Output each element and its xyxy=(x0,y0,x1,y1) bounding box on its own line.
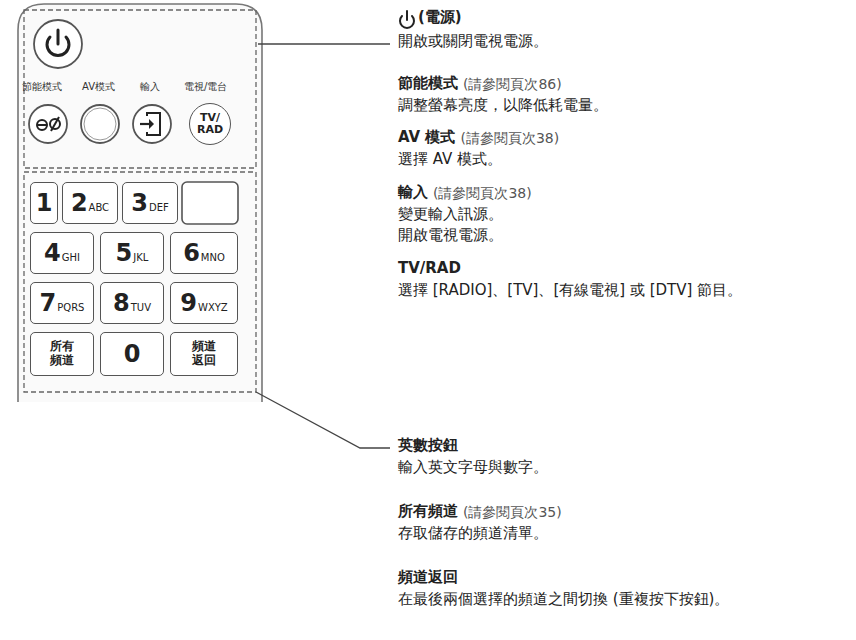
item-heading: 輸入 xyxy=(398,183,428,203)
key-letters: DEF xyxy=(149,202,169,213)
item-description: 在最後兩個選擇的頻道之間切換 (重複按下按鈕)。 xyxy=(398,590,729,610)
remote-key: 3DEF xyxy=(122,182,178,224)
key-letters: JKL xyxy=(133,252,148,263)
item-description: 選擇 AV 模式。 xyxy=(398,150,502,170)
item-description: 選擇 [RADIO]、[TV]、[有線電視] 或 [DTV] 節目。 xyxy=(398,281,742,301)
key-label: 頻道 返回 xyxy=(190,340,218,368)
key-letters: PQRS xyxy=(57,302,84,313)
remote-key: 8TUV xyxy=(100,282,164,324)
power-button xyxy=(34,20,82,68)
key-label: 9 xyxy=(180,291,197,315)
item-heading: AV 模式 xyxy=(398,128,455,148)
input-button xyxy=(133,105,171,143)
round-button: TV/ RAD xyxy=(189,103,231,145)
key-letters: GHI xyxy=(62,252,80,263)
key-label: 5 xyxy=(116,241,133,265)
leader-line xyxy=(258,43,390,44)
item-description: 調整螢幕亮度，以降低耗電量。 xyxy=(398,96,608,116)
item-heading: TV/RAD xyxy=(398,259,461,279)
page-reference: (請參閱頁次86) xyxy=(463,75,562,93)
item-description: 輸入英文字母與數字。 xyxy=(398,458,548,478)
item-description: 開啟或關閉電視電源。 xyxy=(398,32,548,52)
key-label: 3 xyxy=(131,191,148,215)
remote-key: 4GHI xyxy=(30,232,94,274)
remote-key: 0 xyxy=(100,332,164,376)
remote-key: 9WXYZ xyxy=(170,282,238,324)
key-letters: ABC xyxy=(89,202,110,213)
key-label: 4 xyxy=(44,241,61,265)
item-description: 存取儲存的頻道清單。 xyxy=(398,524,548,544)
item-heading: (電源) xyxy=(418,8,462,28)
remote-key: 6MNO xyxy=(170,232,238,274)
key-label: 0 xyxy=(124,342,141,366)
button-caption: AV模式 xyxy=(82,80,115,93)
key-letters: MNO xyxy=(201,252,225,263)
group-bracket xyxy=(24,172,256,392)
key-label: 8 xyxy=(113,291,130,315)
item-heading: 頻道返回 xyxy=(398,568,458,588)
remote-body xyxy=(18,4,262,402)
item-heading: 英數按鈕 xyxy=(398,436,458,456)
remote-key: 頻道 返回 xyxy=(170,332,238,376)
key-letters: TUV xyxy=(131,302,151,313)
key-label: 7 xyxy=(40,291,57,315)
item-description: 變更輸入訊源。 xyxy=(398,205,503,225)
power-icon xyxy=(400,11,414,28)
remote-key: 2ABC xyxy=(62,182,118,224)
key-label: 2 xyxy=(71,191,88,215)
remote-key: 5JKL xyxy=(100,232,164,274)
item-description: 開啟電視電源。 xyxy=(398,226,503,246)
item-heading: 所有頻道 xyxy=(398,502,458,522)
key-label: 所有 頻道 xyxy=(48,340,76,368)
page-reference: (請參閱頁次35) xyxy=(463,503,562,521)
remote-key: 1 xyxy=(30,182,58,224)
key-letters: WXYZ xyxy=(198,302,228,313)
button-caption: 電視/電台 xyxy=(184,80,227,93)
item-heading: 節能模式 xyxy=(398,74,458,94)
remote-key: 7PQRS xyxy=(30,282,94,324)
leader-line xyxy=(256,392,390,448)
key-label: TV/ RAD xyxy=(196,112,225,135)
key-label: 6 xyxy=(183,241,200,265)
page-reference: (請參閱頁次38) xyxy=(460,129,559,147)
remote-key: 所有 頻道 xyxy=(30,332,94,376)
button-caption: 節能模式 xyxy=(22,80,62,93)
av-mode-button xyxy=(81,105,119,143)
energy-button xyxy=(29,105,67,143)
key-label: 1 xyxy=(36,191,53,215)
blank-key xyxy=(182,182,238,224)
page-reference: (請參閱頁次38) xyxy=(433,184,532,202)
button-caption: 輸入 xyxy=(140,80,160,93)
